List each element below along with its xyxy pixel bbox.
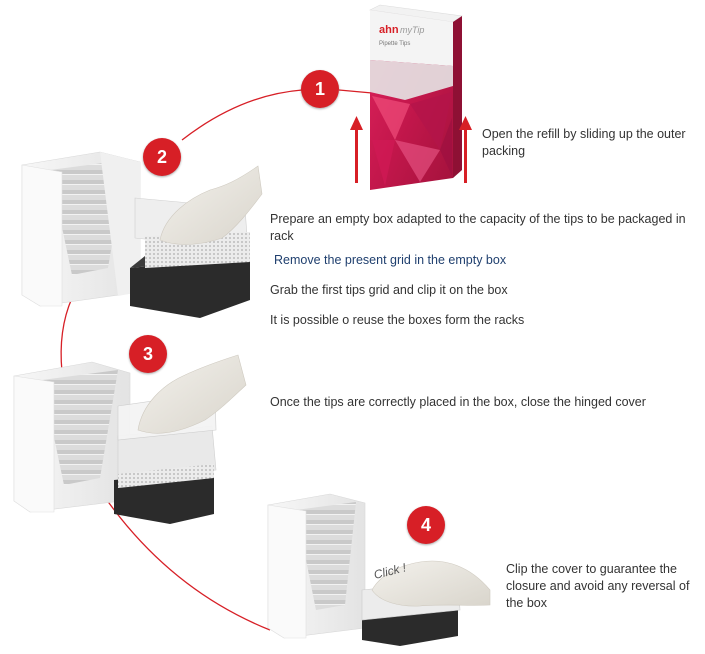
flow-arrows — [60, 89, 373, 631]
step-1-line-1: Open the refill by sliding up the outer — [482, 127, 686, 141]
step-2-line-1: Prepare an empty box adapted to the capa… — [270, 212, 686, 226]
slide-up-arrows — [350, 116, 472, 183]
step-2-line-2: rack — [270, 229, 294, 243]
step-4-illustration: Click ! — [267, 493, 491, 646]
arc-2-to-3 — [60, 297, 73, 373]
step-4-badge: 4 — [407, 506, 445, 544]
refill-product-name: Pipette Tips — [379, 41, 410, 47]
refill-line: myTip — [400, 25, 424, 35]
step-2-reuse-boxes: It is possible o reuse the boxes form th… — [270, 313, 525, 327]
arc-3-to-4 — [103, 495, 271, 631]
step-4-line-2: closure and avoid any reversal of — [506, 579, 690, 593]
refill-brand: ahn — [379, 24, 399, 36]
arc-1-right — [338, 89, 373, 94]
step-2-illustration — [21, 151, 263, 318]
step-2-remove-grid: Remove the present grid in the empty box — [274, 253, 507, 267]
step-1-instruction: Open the refill by sliding up the outer … — [482, 126, 702, 160]
step-1-line-2: packing — [482, 144, 526, 158]
step-3-illustration — [13, 354, 247, 524]
step-4-line-1: Clip the cover to guarantee the — [506, 562, 677, 576]
step-4-line-3: the box — [506, 596, 548, 610]
step-4-instruction: Clip the cover to guarantee the closure … — [506, 561, 702, 612]
arc-1-to-2 — [181, 89, 303, 141]
step-2-instruction: Prepare an empty box adapted to the capa… — [270, 211, 702, 245]
step-2-grab-grid: Grab the first tips grid and clip it on … — [270, 283, 508, 297]
step-1-badge: 1 — [301, 70, 339, 108]
step-3-badge: 3 — [129, 335, 167, 373]
step-2-badge: 2 — [143, 138, 181, 176]
refill-package-illustration: ahn myTip Pipette Tips — [369, 4, 463, 190]
step-3-instruction: Once the tips are correctly placed in th… — [270, 395, 646, 409]
